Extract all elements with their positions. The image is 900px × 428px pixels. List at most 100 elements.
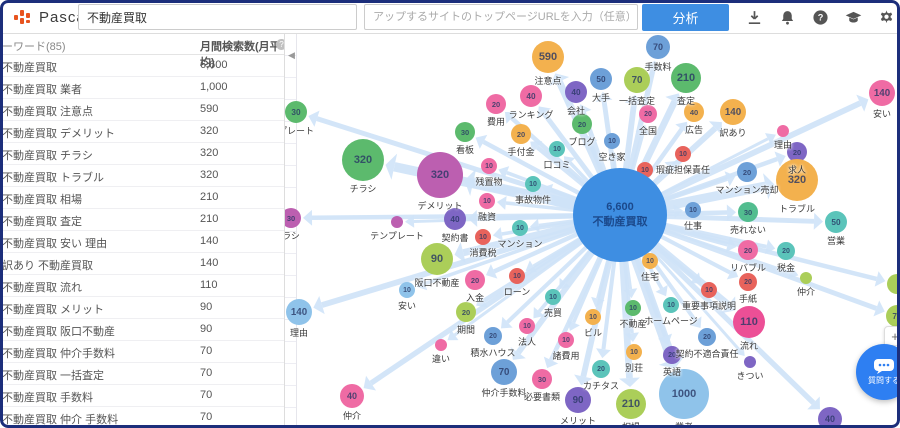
keyword-node[interactable]: 210 (671, 63, 701, 93)
keyword-node[interactable]: 140 (286, 299, 312, 325)
keyword-node[interactable]: 10 (625, 300, 641, 316)
keyword-node[interactable]: 20 (465, 270, 485, 290)
settings-icon[interactable] (876, 7, 896, 27)
keyword-node[interactable]: 320 (776, 159, 818, 201)
keyword-node[interactable]: 320 (342, 139, 384, 181)
keyword-node[interactable]: 10 (701, 282, 717, 298)
volume-help-icon[interactable]: ? (276, 39, 284, 50)
keyword-node[interactable]: 30 (285, 208, 301, 228)
keyword-node[interactable]: 30 (285, 101, 307, 123)
keyword-node[interactable]: 110 (733, 306, 765, 338)
keyword-node[interactable]: 10 (585, 309, 601, 325)
keyword-node[interactable]: 10 (545, 289, 561, 305)
keyword-node[interactable]: 20 (787, 142, 807, 162)
keyword-node[interactable]: 10 (481, 158, 497, 174)
keyword-node[interactable] (777, 125, 789, 137)
keyword-node[interactable]: 10 (475, 229, 491, 245)
keyword-node[interactable]: 40 (818, 407, 842, 428)
keyword-node[interactable]: 10 (479, 193, 495, 209)
keyword-node[interactable] (800, 272, 812, 284)
keyword-node[interactable]: 140 (869, 80, 895, 106)
keyword-node[interactable]: 10 (685, 202, 701, 218)
keyword-node[interactable]: 590 (532, 41, 564, 73)
keyword-node[interactable]: 20 (737, 162, 757, 182)
keyword-node[interactable]: 70 (646, 35, 670, 59)
keyword-node[interactable]: 70 (886, 305, 900, 327)
download-icon[interactable] (744, 7, 764, 27)
keyword-node[interactable]: 10 (675, 146, 691, 162)
keyword-node[interactable]: 20 (484, 327, 502, 345)
keyword-node[interactable]: 30 (738, 202, 758, 222)
keyword-node[interactable]: 10 (558, 332, 574, 348)
keyword-node[interactable]: 40 (520, 85, 542, 107)
keyword-node[interactable]: 20 (572, 114, 592, 134)
keyword-node[interactable]: 50 (825, 211, 847, 233)
panel-collapse-button[interactable]: ◀ (288, 50, 295, 60)
keyword-node[interactable]: 20 (639, 105, 657, 123)
keyword-node[interactable] (391, 216, 403, 228)
keyword-node[interactable]: 10 (663, 297, 679, 313)
help-icon[interactable]: ? (810, 7, 830, 27)
keyword-node[interactable] (887, 274, 900, 294)
keyword-node[interactable]: 20 (698, 328, 716, 346)
keyword-node[interactable]: 90 (565, 387, 591, 413)
keyword-node[interactable]: 10 (399, 282, 415, 298)
keyword-node[interactable]: 20 (511, 124, 531, 144)
keyword-node[interactable]: 320 (417, 152, 463, 198)
bell-icon[interactable] (777, 7, 797, 27)
academy-icon[interactable] (843, 7, 863, 27)
keyword-node[interactable]: 90 (421, 243, 453, 275)
keyword-node[interactable]: 70 (491, 359, 517, 385)
keyword-node[interactable]: 20 (739, 273, 757, 291)
keyword-node[interactable]: 40 (684, 102, 704, 122)
keyword-node[interactable]: 30 (455, 122, 475, 142)
keyword-input[interactable] (78, 4, 357, 30)
keyword-node[interactable]: 10 (509, 268, 525, 284)
url-input[interactable] (364, 4, 638, 30)
keyword-node[interactable]: 20 (663, 346, 681, 364)
keyword-node[interactable] (435, 339, 447, 351)
keyword-node[interactable]: 40 (444, 208, 466, 230)
keyword-node[interactable]: 20 (738, 240, 758, 260)
keyword-node[interactable]: 210 (616, 389, 646, 419)
keyword-node[interactable]: 20 (777, 242, 795, 260)
keyword-node[interactable]: 10 (512, 220, 528, 236)
keyword-node[interactable]: 20 (456, 302, 476, 322)
keyword-node[interactable]: 30 (532, 369, 552, 389)
keyword-node[interactable]: 20 (486, 94, 506, 114)
keyword-node[interactable]: 40 (340, 384, 364, 408)
keyword-node[interactable]: 50 (590, 68, 612, 90)
keyword-node[interactable]: 10 (626, 344, 642, 360)
keyword-node[interactable]: 40 (565, 81, 587, 103)
keyword-node[interactable]: 140 (720, 99, 746, 125)
chat-button[interactable]: 質問する (856, 344, 900, 400)
keyword-node[interactable]: 10 (525, 176, 541, 192)
keyword-node[interactable]: 10 (519, 318, 535, 334)
keyword-node[interactable]: 10 (604, 133, 620, 149)
keyword-node[interactable]: 1000 (659, 369, 709, 419)
keyword-node[interactable]: 10 (549, 141, 565, 157)
keyword-node[interactable]: 10 (642, 253, 658, 269)
keyword-node[interactable]: 70 (624, 67, 650, 93)
zoom-in-button[interactable]: + (885, 327, 900, 346)
pascal-logo[interactable]: Pascal (12, 7, 90, 27)
